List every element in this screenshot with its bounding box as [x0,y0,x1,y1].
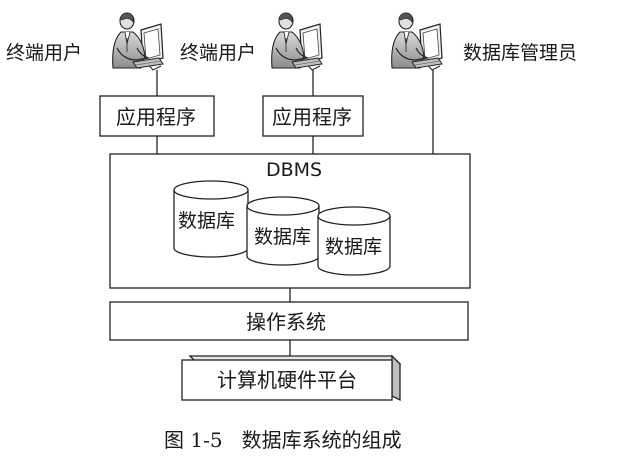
database-cylinder-3-icon [317,206,391,276]
dba-figure-icon [391,12,443,71]
os-box [109,301,469,341]
app-box-1 [99,95,215,137]
database-1-label: 数据库 [178,210,236,232]
database-cylinders [173,180,391,276]
user-1-figure-icon [112,12,164,71]
app-1-label: 应用程序 [116,105,196,129]
connector-lines [156,70,434,356]
user-1-label: 终端用户 [6,42,83,64]
app-2-label: 应用程序 [272,105,352,129]
user-2-figure-icon [271,12,323,71]
app-box-2 [262,95,364,137]
hardware-label: 计算机硬件平台 [217,368,357,392]
database-3-label: 数据库 [325,236,383,258]
dba-label: 数据库管理员 [463,42,578,64]
database-cylinder-1-icon [173,180,249,258]
hardware-box [181,354,402,402]
user-2-label: 终端用户 [180,42,257,64]
os-label: 操作系统 [246,310,326,334]
figure-caption: 图 1-5 数据库系统的组成 [164,428,402,452]
dbms-title: DBMS [266,159,323,181]
database-cylinder-2-icon [246,196,320,266]
database-2-label: 数据库 [254,226,312,248]
